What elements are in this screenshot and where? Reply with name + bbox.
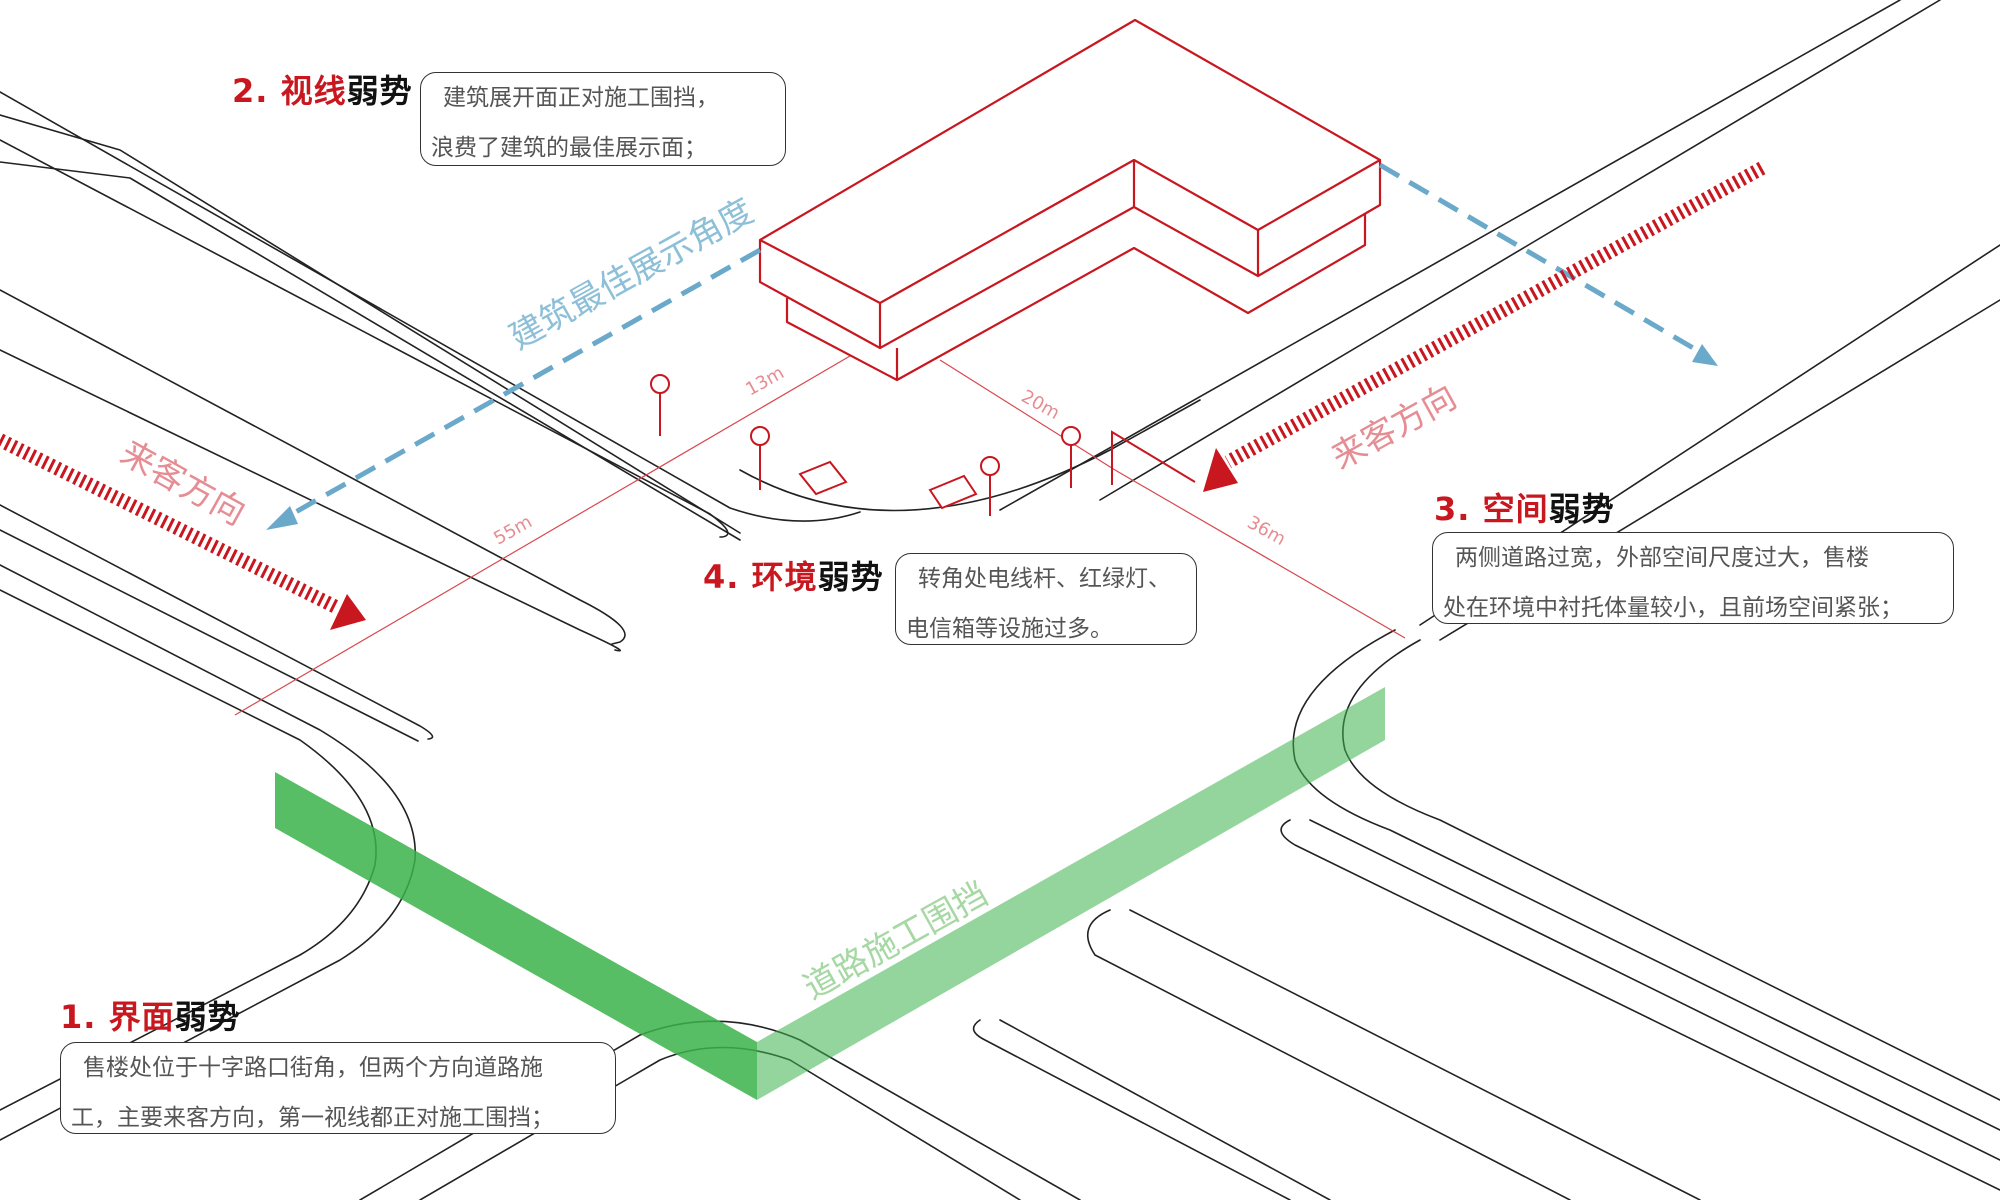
weak-point-1-suffix: 弱势 [174,998,241,1036]
road-edge [999,0,1901,511]
weak-point-3-heading: 3. 空间弱势 [1434,484,1615,530]
guest-direction-label-right: 来客方向 [1325,377,1463,478]
weak-point-4-number: 4. [703,558,740,596]
weak-point-3-line-1: 两侧道路过宽，外部空间尺度过大，售楼 [1455,545,1869,571]
telecom-box [798,460,848,496]
weak-point-2-line-2: 浪费了建筑的最佳展示面； [431,135,707,161]
hoarding-right [757,687,1385,1100]
weak-point-1-line-1: 售楼处位于十字路口街角，但两个方向道路施 [83,1055,543,1081]
road-edge [0,349,621,652]
dimension-label-13m: 13m [742,362,788,400]
weak-point-2-heading: 2. 视线弱势 [232,66,413,112]
street-facilities [650,374,1196,516]
road-edge [0,91,861,522]
road-edge [1342,639,2000,1101]
road-edge [0,114,741,534]
road-edge [1292,629,2000,1131]
weak-point-1-number: 1. [60,998,97,1036]
weak-point-1-heading: 1. 界面弱势 [60,992,241,1038]
traffic-light [1111,430,1196,485]
dimension-lines [234,355,1406,716]
weak-point-3-line-2: 处在环境中衬托体量较小，且前场空间紧张； [1443,595,1903,621]
weak-point-3-key: 空间 [1482,490,1549,528]
road-edge [1099,0,1941,501]
weak-point-4-line-1: 转角处电线杆、红绿灯、 [918,566,1171,592]
dimension-label-36m: 36m [1244,512,1290,550]
construction-hoarding [275,687,1385,1100]
weak-point-4-heading: 4. 环境弱势 [703,552,884,598]
road-edge [0,504,434,740]
view-angle-arrows [283,162,1702,521]
weak-point-3-note: 两侧道路过宽，外部空间尺度过大，售楼 处在环境中衬托体量较小，且前场空间紧张； [1432,532,1954,624]
road-edge [0,289,626,645]
weak-point-4-note: 转角处电线杆、红绿灯、 电信箱等设施过多。 [895,553,1197,645]
road-edge [999,1019,1331,1200]
road-edge [1309,819,2000,1161]
weak-point-2-note: 建筑展开面正对施工围挡， 浪费了建筑的最佳展示面； [420,72,786,166]
utility-pole [1061,426,1081,488]
hoarding-left [275,772,757,1100]
weak-point-2-suffix: 弱势 [346,72,413,110]
weak-point-3-suffix: 弱势 [1548,490,1615,528]
weak-point-4-suffix: 弱势 [817,558,884,596]
view-arrow-left [283,247,762,521]
view-arrow-right [1378,162,1702,355]
guest-arrow-right [1224,161,1766,469]
sales-building [758,18,1382,382]
utility-pole [650,374,670,436]
weak-point-2-key: 视线 [280,72,347,110]
view-arrow-right-head [1692,344,1718,366]
road-edge [972,1019,1291,1200]
road-edge [0,529,419,742]
road-edge [0,161,741,541]
dimension-label-20m: 20m [1018,386,1064,424]
weak-point-1-key: 界面 [108,998,175,1036]
guest-direction-label-left: 来客方向 [114,433,252,534]
dim-line-36 [1114,469,1406,639]
utility-pole [750,426,770,490]
building-lower [785,214,1367,382]
weak-point-2-line-1: 建筑展开面正对施工围挡， [443,85,719,111]
weak-point-3-number: 3. [1434,490,1471,528]
road-edge [1280,819,2000,1191]
telecom-box [928,474,978,510]
view-arrow-left-head [266,506,298,530]
guest-arrow-left-head [330,594,366,630]
weak-point-1-note: 售楼处位于十字路口街角，但两个方向道路施 工，主要来客方向，第一视线都正对施工围… [60,1042,616,1134]
road-edge [0,139,729,538]
dim-line-20 [939,359,1116,471]
road-edge [1086,909,1571,1200]
guest-arrow-right-head [1203,448,1238,492]
dim-line-55 [234,355,851,716]
weak-point-4-key: 环境 [751,558,818,596]
weak-point-4-line-2: 电信箱等设施过多。 [906,616,1113,642]
building-upper-top [758,18,1382,305]
utility-pole [980,456,1000,516]
weak-point-1-line-2: 工，主要来客方向，第一视线都正对施工围挡； [71,1105,554,1131]
building-upper-side [758,160,1382,350]
weak-point-2-number: 2. [232,72,269,110]
road-edge [1129,909,1701,1200]
